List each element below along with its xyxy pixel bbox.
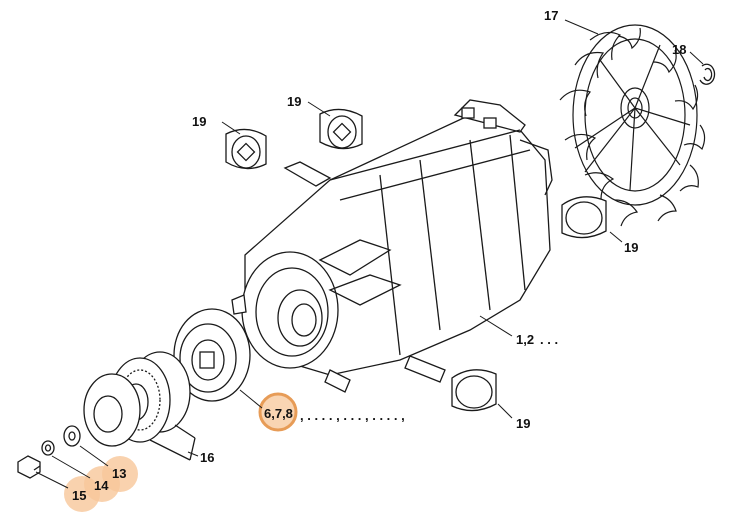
highlight-15	[64, 476, 100, 512]
label-1-2-trail: . . .	[540, 332, 558, 347]
label-19-a: 19	[192, 114, 206, 129]
highlight-678	[258, 392, 298, 432]
leader-lines	[35, 19, 704, 489]
label-6-7-8-trail: , . . . . , . . . , . . . . ,	[300, 408, 405, 423]
label-15: 15	[72, 488, 86, 503]
rubber-mount-3	[561, 196, 607, 239]
label-17: 17	[544, 8, 558, 23]
label-19-c: 19	[624, 240, 638, 255]
label-6-7-8: 6,7,8	[264, 406, 293, 421]
label-13: 13	[112, 466, 126, 481]
label-16: 16	[200, 450, 214, 465]
label-19-b: 19	[287, 94, 301, 109]
screw-15	[17, 455, 41, 479]
label-14: 14	[94, 478, 109, 493]
circlip-part	[699, 63, 716, 85]
rubber-mount-2	[319, 108, 363, 150]
bearing-end-plate	[173, 308, 251, 402]
washer-14	[41, 440, 55, 456]
rubber-mount-4	[451, 369, 497, 412]
bearing-assembly	[83, 351, 196, 461]
washer-13	[63, 425, 81, 447]
fan-impeller	[559, 24, 706, 227]
label-19-d: 19	[516, 416, 530, 431]
label-18: 18	[672, 42, 686, 57]
label-1-2: 1,2	[516, 332, 534, 347]
rubber-mount-1	[225, 128, 267, 170]
motor-housing	[231, 99, 553, 393]
